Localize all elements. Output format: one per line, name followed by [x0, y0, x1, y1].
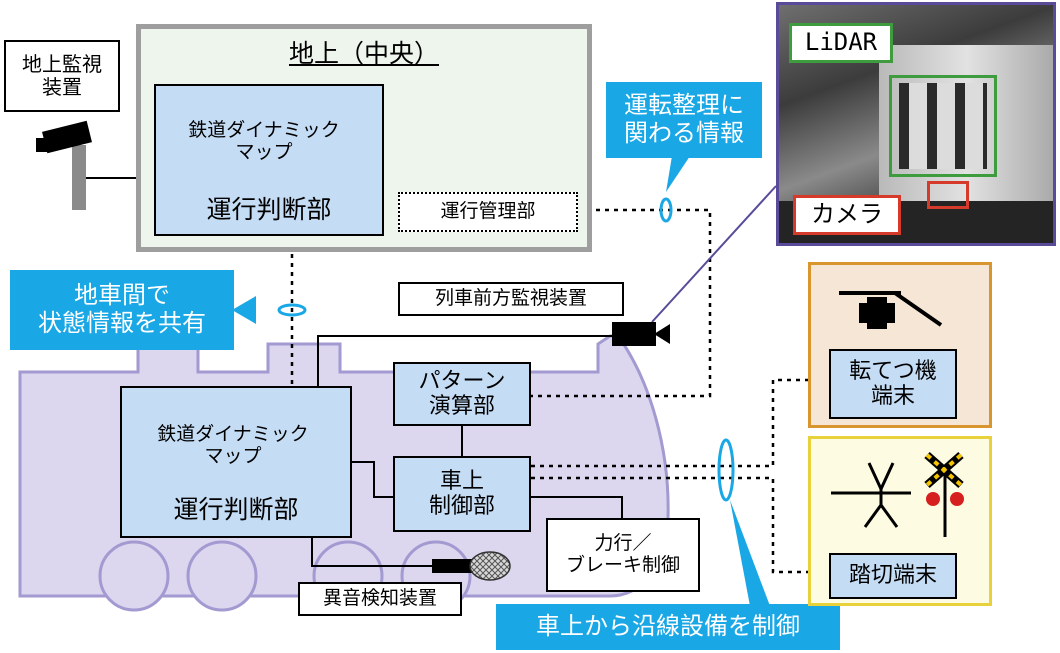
sensor-photo: LiDAR カメラ — [776, 2, 1056, 246]
crossing-icon — [831, 452, 964, 537]
dashed-connections — [290, 208, 828, 574]
ground-camera-icon — [36, 120, 92, 210]
link-markers — [277, 197, 735, 502]
front-camera-icon — [612, 322, 670, 346]
train-map-label: 鉄道ダイナミック マップ — [157, 423, 309, 467]
power-brake-control-box: 力行／ ブレーキ制御 — [546, 518, 700, 592]
photo-sensor-array — [899, 83, 987, 169]
crossing-signal-cross — [924, 452, 964, 488]
photo-leader-line — [651, 185, 777, 323]
wayside-control-callout: 車上から沿線設備を制御 — [496, 604, 840, 650]
switch-panel: 転てつ機 端末 — [808, 262, 992, 428]
camera-frame — [927, 181, 969, 209]
front-monitor-label: 列車前方監視装置 — [398, 282, 624, 316]
switch-icon — [839, 291, 943, 329]
shared-state-callout: 地車間で 状態情報を共有 — [10, 270, 234, 350]
lidar-label: LiDAR — [789, 23, 893, 63]
switch-terminal-box: 転てつ機 端末 — [829, 349, 957, 419]
ops-info-pointer — [666, 156, 690, 192]
ground-title: 地上（中央） — [288, 38, 439, 68]
ops-info-callout: 運転整理に 関わる情報 — [606, 82, 762, 158]
camera-label: カメラ — [793, 195, 901, 235]
ground-map-label: 鉄道ダイナミック マップ — [188, 119, 340, 163]
microphone-icon — [432, 551, 511, 581]
ground-judgement-box — [154, 84, 384, 236]
shared-state-pointer — [232, 296, 256, 324]
lidar-frame — [889, 75, 997, 177]
solid-connections — [82, 177, 623, 567]
ground-monitor-label: 地上監視 装置 — [4, 40, 120, 112]
crossing-panel: 踏切端末 — [808, 436, 992, 606]
sound-detection-label: 異音検知装置 — [298, 582, 462, 616]
ground-judgement-label: 運行判断部 — [206, 194, 332, 224]
train-judgement-box — [120, 386, 352, 538]
wayside-pointer — [730, 500, 770, 606]
pattern-calc-box: パターン 演算部 — [393, 362, 531, 426]
onboard-control-box: 車上 制御部 — [393, 456, 531, 532]
train-judgement-label: 運行判断部 — [173, 494, 299, 524]
ops-management-box: 運行管理部 — [398, 192, 578, 232]
crossing-terminal-box: 踏切端末 — [829, 553, 957, 599]
